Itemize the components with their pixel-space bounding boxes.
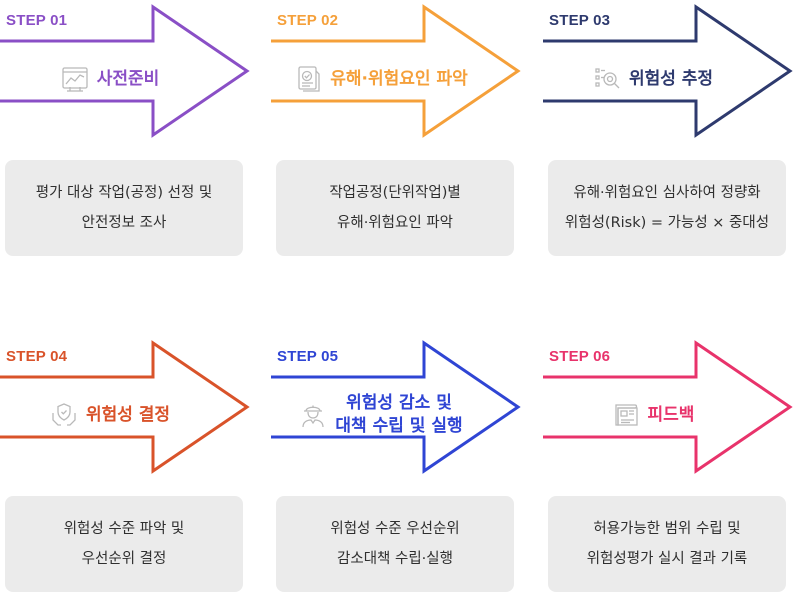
- shield-hands-icon: [50, 401, 78, 429]
- step-5-title-line: 위험성 감소 및: [346, 393, 452, 413]
- step-6-description: 허용가능한 범위 수립 및 위험성평가 실시 결과 기록: [548, 496, 786, 592]
- step-5-description-line: 위험성 수준 우선순위: [330, 521, 460, 537]
- chart-analysis-icon: [61, 65, 89, 93]
- step-2-title: 유해·위험요인 파악: [330, 68, 468, 89]
- step-6-title: 피드백: [647, 404, 695, 425]
- step-4-description: 위험성 수준 파악 및 우선순위 결정: [5, 496, 243, 592]
- step-4-description-line: 우선순위 결정: [81, 551, 167, 567]
- step-1-label: STEP 01: [6, 12, 68, 29]
- step-4-arrow: [0, 340, 250, 474]
- step-2-arrow: [271, 4, 521, 138]
- step-2-content: 유해·위험요인 파악: [271, 44, 491, 114]
- step-3: STEP 03 위험성 추정 유해·위험요인 심사하여 정량화 위험성(Risk…: [543, 0, 800, 270]
- step-4-title: 위험성 결정: [85, 404, 171, 425]
- step-5: STEP 05 위험성 감소 및 대책 수립 및 실행 위험성 수준 우선순위 …: [271, 336, 531, 606]
- step-2: STEP 02 유해·위험요인 파악 작업공정(단위작업)별 유해·위험요인 파…: [271, 0, 531, 270]
- step-3-description-line: 위험성(Risk) = 가능성 × 중대성: [564, 215, 770, 231]
- step-3-label: STEP 03: [549, 12, 611, 29]
- step-5-content: 위험성 감소 및 대책 수립 및 실행: [271, 380, 491, 450]
- checklist-document-icon: [294, 65, 322, 93]
- step-4-label: STEP 04: [6, 348, 68, 365]
- step-6-arrow: [543, 340, 793, 474]
- step-2-description: 작업공정(단위작업)별 유해·위험요인 파악: [276, 160, 514, 256]
- worker-helmet-icon: [299, 401, 327, 429]
- step-2-description-line: 유해·위험요인 파악: [337, 215, 453, 231]
- step-6-description-line: 허용가능한 범위 수립 및: [593, 521, 741, 537]
- step-1-description-line: 안전정보 조사: [81, 215, 167, 231]
- step-1-description: 평가 대상 작업(공정) 선정 및 안전정보 조사: [5, 160, 243, 256]
- step-5-label: STEP 05: [277, 348, 339, 365]
- step-3-arrow: [543, 4, 793, 138]
- step-4: STEP 04 위험성 결정 위험성 수준 파악 및 우선순위 결정: [0, 336, 260, 606]
- blueprint-icon: [612, 401, 640, 429]
- step-4-content: 위험성 결정: [0, 380, 220, 450]
- step-1-arrow: [0, 4, 250, 138]
- step-2-label: STEP 02: [277, 12, 339, 29]
- magnifier-list-icon: [593, 65, 621, 93]
- step-3-description-line: 유해·위험요인 심사하여 정량화: [573, 185, 761, 201]
- step-3-title: 위험성 추정: [628, 68, 714, 89]
- step-5-title-line: 대책 수립 및 실행: [335, 416, 463, 436]
- step-3-content: 위험성 추정: [543, 44, 763, 114]
- step-1: STEP 01 사전준비 평가 대상 작업(공정) 선정 및 안전정보 조사: [0, 0, 260, 270]
- step-3-description: 유해·위험요인 심사하여 정량화 위험성(Risk) = 가능성 × 중대성: [548, 160, 786, 256]
- step-6-description-line: 위험성평가 실시 결과 기록: [586, 551, 748, 567]
- step-1-description-line: 평가 대상 작업(공정) 선정 및: [35, 185, 213, 201]
- step-5-description: 위험성 수준 우선순위 감소대책 수립·실행: [276, 496, 514, 592]
- step-6: STEP 06 피드백 허용가능한 범위 수립 및 위험성평가 실시 결과 기록: [543, 336, 800, 606]
- step-2-description-line: 작업공정(단위작업)별: [329, 185, 461, 201]
- step-5-description-line: 감소대책 수립·실행: [337, 551, 453, 567]
- step-1-title: 사전준비: [96, 68, 160, 89]
- step-6-content: 피드백: [543, 380, 763, 450]
- step-6-label: STEP 06: [549, 348, 611, 365]
- step-5-arrow: [271, 340, 521, 474]
- step-4-description-line: 위험성 수준 파악 및: [63, 521, 185, 537]
- step-1-content: 사전준비: [0, 44, 220, 114]
- step-5-title: 위험성 감소 및 대책 수립 및 실행: [335, 392, 462, 438]
